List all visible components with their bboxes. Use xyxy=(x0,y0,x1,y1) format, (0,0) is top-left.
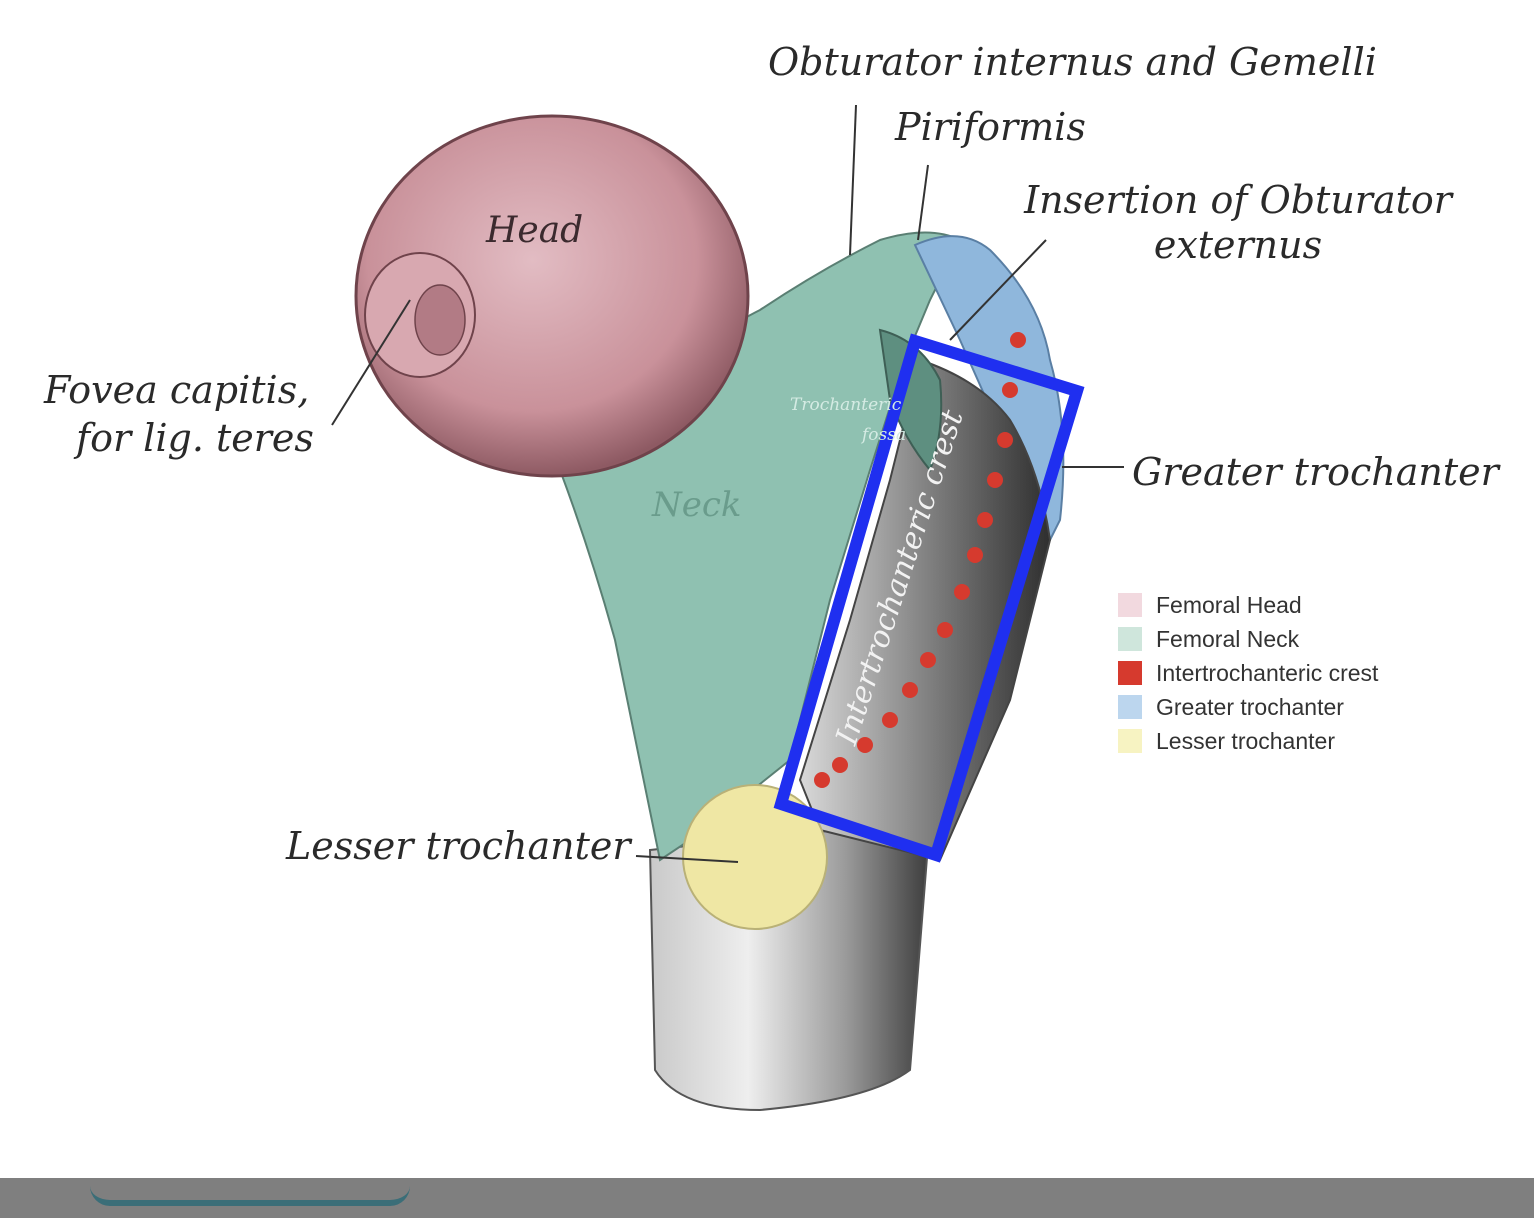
label-fovea-line2: for lig. teres xyxy=(76,416,314,460)
legend-label: Femoral Neck xyxy=(1156,625,1300,652)
legend: Femoral Head Femoral Neck Intertrochante… xyxy=(1118,588,1448,758)
legend-item-femoral-neck: Femoral Neck xyxy=(1118,622,1448,656)
leader-lesser-trochanter xyxy=(635,855,739,863)
leader-obturator-internus xyxy=(849,104,857,256)
legend-swatch xyxy=(1118,661,1142,685)
highlight-box xyxy=(773,333,1085,863)
legend-label: Intertrochanteric crest xyxy=(1156,659,1379,686)
label-piriformis: Piriformis xyxy=(895,105,1086,149)
leader-piriformis xyxy=(917,164,929,241)
leader-fovea-capitis xyxy=(331,299,411,426)
legend-label: Lesser trochanter xyxy=(1156,727,1335,754)
label-trochanteric-fossa-line1: Trochanteric xyxy=(790,395,902,415)
legend-swatch xyxy=(1118,593,1142,617)
bottom-pill[interactable] xyxy=(90,1166,410,1206)
label-fovea-line1: Fovea capitis, xyxy=(44,368,310,412)
label-neck: Neck xyxy=(652,485,742,525)
legend-label: Femoral Head xyxy=(1156,591,1302,618)
lesser-trochanter xyxy=(682,784,828,930)
label-insertion-line1: Insertion of Obturator xyxy=(1024,178,1452,222)
legend-item-greater-trochanter: Greater trochanter xyxy=(1118,690,1448,724)
fovea-capitis-center xyxy=(414,284,466,356)
label-obturator-internus: Obturator internus and Gemelli xyxy=(768,40,1377,84)
leader-lines xyxy=(331,104,1124,863)
legend-swatch xyxy=(1118,695,1142,719)
label-insertion-line2: externus xyxy=(1153,223,1323,267)
legend-item-femoral-head: Femoral Head xyxy=(1118,588,1448,622)
label-trochanteric-fossa-line2: fossa xyxy=(862,425,907,445)
legend-label: Greater trochanter xyxy=(1156,693,1344,720)
label-head: Head xyxy=(486,210,584,251)
label-lesser-trochanter: Lesser trochanter xyxy=(286,824,631,868)
intertrochanteric-crest-dots xyxy=(814,332,1026,788)
bottom-bar xyxy=(0,1178,1534,1218)
legend-item-lesser-trochanter: Lesser trochanter xyxy=(1118,724,1448,758)
legend-swatch xyxy=(1118,729,1142,753)
legend-swatch xyxy=(1118,627,1142,651)
legend-item-intertrochanteric-crest: Intertrochanteric crest xyxy=(1118,656,1448,690)
intertrochanteric-crest-area xyxy=(798,358,1052,862)
femoral-head xyxy=(354,114,750,478)
leader-insertion-obturator-externus xyxy=(949,239,1047,341)
label-greater-trochanter: Greater trochanter xyxy=(1132,450,1499,494)
